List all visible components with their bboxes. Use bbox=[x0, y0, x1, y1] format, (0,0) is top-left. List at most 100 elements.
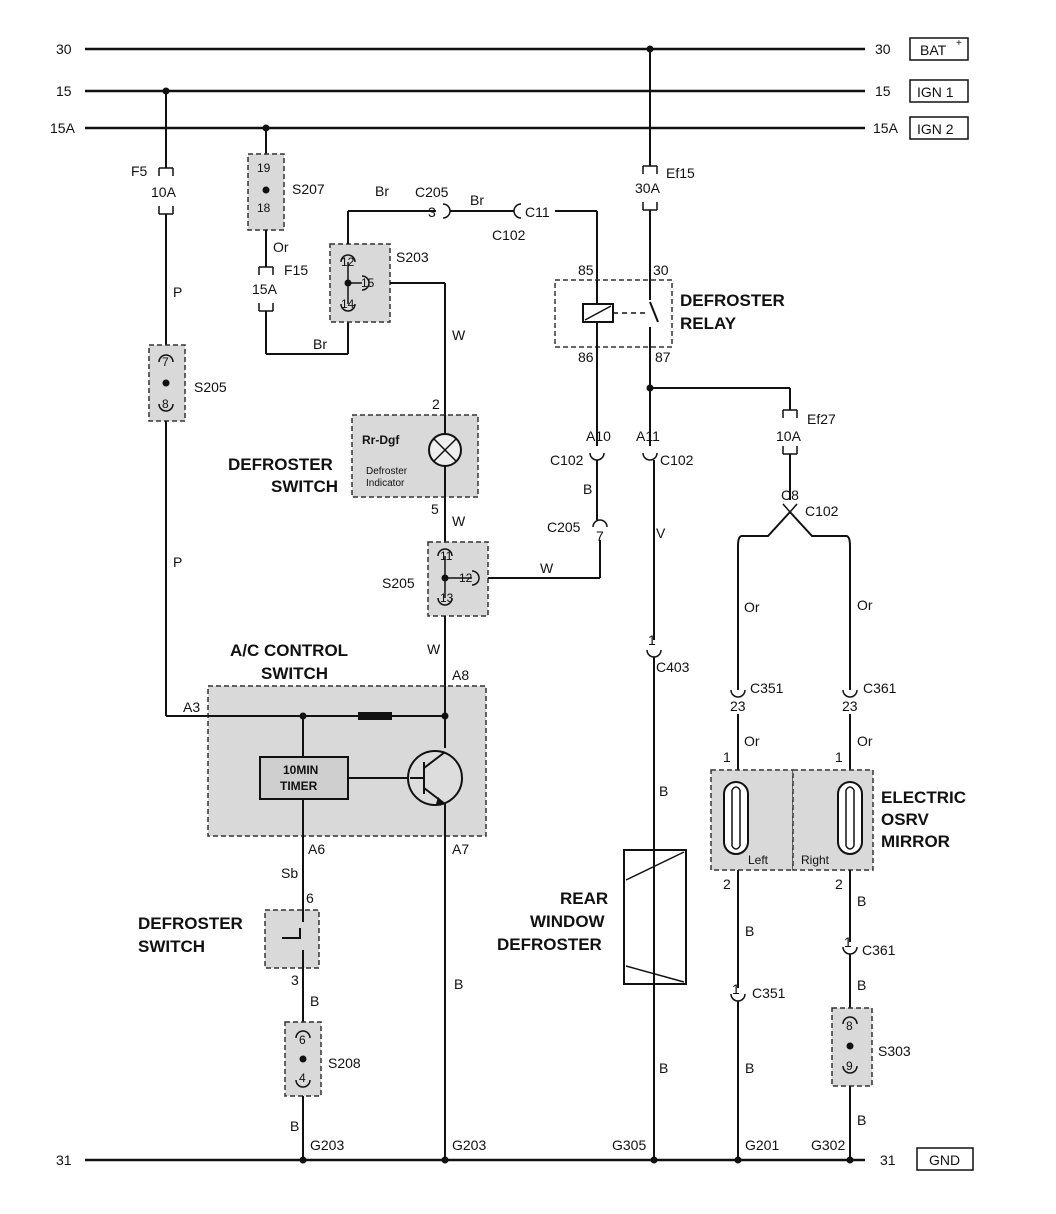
s303-pin-bottom: 9 bbox=[846, 1059, 853, 1073]
wire-label-br3: Br bbox=[470, 192, 484, 208]
bus-15-right-label: 15 bbox=[875, 83, 891, 99]
ac-switch-title2: SWITCH bbox=[261, 664, 328, 683]
rear-window-defroster: REAR WINDOW DEFROSTER bbox=[497, 849, 687, 985]
wire-label-or4: Or bbox=[744, 733, 760, 749]
defroster-relay: 85 30 86 87 DEFROSTER RELAY bbox=[554, 262, 785, 365]
fuse-ef27-rating: 10A bbox=[776, 428, 802, 444]
rear-defroster-title3: DEFROSTER bbox=[497, 935, 602, 954]
ground-g203-right: G203 bbox=[452, 1137, 486, 1153]
mirror-left-pin2: 2 bbox=[723, 876, 731, 892]
dsu-inner-l2: Indicator bbox=[366, 478, 405, 489]
connector-c351-bottom: 1 C351 bbox=[730, 981, 786, 1002]
splice-s207: 19 18 S207 bbox=[247, 153, 325, 231]
wire-label-or: Or bbox=[273, 239, 289, 255]
connector-a10: A10 C102 bbox=[550, 428, 611, 468]
wire-label-b6: B bbox=[659, 1060, 668, 1076]
fuse-ef15: Ef15 30A bbox=[635, 165, 695, 211]
dsl-title1: DEFROSTER bbox=[138, 914, 243, 933]
connector-c205-mid: C205 7 bbox=[547, 519, 608, 544]
mirror-title2: OSRV bbox=[881, 810, 930, 829]
ground-g305: G305 bbox=[612, 1137, 646, 1153]
mirror-title3: MIRROR bbox=[881, 832, 950, 851]
wire-label-p: P bbox=[173, 284, 182, 300]
s205a-pin-top: 7 bbox=[162, 355, 169, 369]
ac-control-switch: A/C CONTROL SWITCH A3 A8 10MIN TIMER A6 … bbox=[183, 641, 487, 857]
heater-element-left-icon bbox=[723, 781, 749, 855]
ac-pin-a3: A3 bbox=[183, 699, 200, 715]
a11-name: A11 bbox=[636, 428, 660, 444]
ground-g302: G302 bbox=[811, 1137, 845, 1153]
defroster-switch-upper: DEFROSTER SWITCH 2 Rr-Dgf Defroster Indi… bbox=[228, 396, 479, 517]
dsl-title2: SWITCH bbox=[138, 937, 205, 956]
rear-defroster-title1: REAR bbox=[560, 889, 608, 908]
c361a-name: C361 bbox=[863, 680, 897, 696]
splice-s303: 8 9 S303 bbox=[831, 1007, 911, 1087]
wire-label-w4: W bbox=[427, 641, 441, 657]
fuse-ef15-rating: 30A bbox=[635, 180, 661, 196]
mirror-right-pin2: 2 bbox=[835, 876, 843, 892]
wire-label-b1: B bbox=[310, 993, 319, 1009]
defroster-switch-upper-title2: SWITCH bbox=[271, 477, 338, 496]
s207-pin-bottom: 18 bbox=[257, 201, 271, 215]
mirror-right-pin1: 1 bbox=[835, 749, 843, 765]
connector-c361-top: C361 23 bbox=[842, 680, 897, 714]
ign2-tag: IGN 2 bbox=[917, 121, 954, 137]
s207-name: S207 bbox=[292, 181, 325, 197]
s205a-pin-bottom: 8 bbox=[162, 397, 169, 411]
relay-title2: RELAY bbox=[680, 314, 737, 333]
ac-pin-a8: A8 bbox=[452, 667, 469, 683]
wire-label-br-lamp: W bbox=[452, 327, 466, 343]
c361a-pin: 23 bbox=[842, 698, 858, 714]
defroster-switch-lower: DEFROSTER SWITCH 6 3 bbox=[138, 890, 320, 988]
wire-label-b9: B bbox=[857, 893, 866, 909]
column-f5: F5 10A P 7 8 S205 P bbox=[131, 87, 227, 717]
fuse-f5-rating: 10A bbox=[151, 184, 177, 200]
timer-label1: 10MIN bbox=[283, 763, 318, 777]
wire-label-br2: Br bbox=[375, 183, 389, 199]
a11-conn: C102 bbox=[660, 452, 694, 468]
connector-a11: A11 C102 bbox=[636, 428, 694, 468]
c351a-name: C351 bbox=[750, 680, 784, 696]
mirror-left-pin1: 1 bbox=[723, 749, 731, 765]
bat-tag: BAT bbox=[920, 42, 947, 58]
rear-defroster-title2: WINDOW bbox=[530, 912, 606, 931]
c205-mid-pin: 7 bbox=[596, 528, 604, 544]
fuse-f15-name: F15 bbox=[284, 262, 308, 278]
fuse-f15: F15 15A bbox=[252, 262, 308, 312]
wire-label-b3: B bbox=[454, 976, 463, 992]
connector-c351-top: C351 23 bbox=[730, 680, 784, 714]
s203-pin-mid: 15 bbox=[361, 276, 375, 290]
dsu-inner-l1: Defroster bbox=[366, 466, 408, 477]
relay-pin30: 30 bbox=[653, 262, 669, 278]
bus-15a: 15A 15A IGN 2 bbox=[50, 116, 969, 140]
bus-15a-right-label: 15A bbox=[873, 120, 899, 136]
connector-c11: C11 C102 bbox=[492, 203, 550, 243]
wire-label-b7: B bbox=[745, 923, 754, 939]
relay-pin86: 86 bbox=[578, 349, 594, 365]
wire-label-b8: B bbox=[745, 1060, 754, 1076]
wire-label-b10: B bbox=[857, 977, 866, 993]
c205-top-pin: 3 bbox=[428, 204, 436, 220]
transistor-icon bbox=[407, 750, 463, 806]
c361b-pin: 1 bbox=[844, 934, 852, 950]
wire-label-or3: Or bbox=[857, 597, 873, 613]
dsl-pin3: 3 bbox=[291, 972, 299, 988]
fuse-ef15-name: Ef15 bbox=[666, 165, 695, 181]
s205a-name: S205 bbox=[194, 379, 227, 395]
dsu-inner-top: Rr-Dgf bbox=[362, 433, 400, 447]
mirror-title1: ELECTRIC bbox=[881, 788, 966, 807]
dsl-pin6: 6 bbox=[306, 890, 314, 906]
bus-30-right-label: 30 bbox=[875, 41, 891, 57]
s205b-pin-bottom: 13 bbox=[440, 591, 454, 605]
s205b-name: S205 bbox=[382, 575, 415, 591]
s208-pin-bottom: 4 bbox=[299, 1071, 306, 1085]
relay-pin85: 85 bbox=[578, 262, 594, 278]
wire-label-w-a10: B bbox=[583, 481, 592, 497]
c403-name: C403 bbox=[656, 659, 690, 675]
wire-label-v: V bbox=[656, 525, 666, 541]
connector-c8: C8 C102 bbox=[781, 487, 839, 519]
ac-pin-a7: A7 bbox=[452, 841, 469, 857]
a10-conn: C102 bbox=[550, 452, 584, 468]
timer-label2: TIMER bbox=[280, 779, 318, 793]
